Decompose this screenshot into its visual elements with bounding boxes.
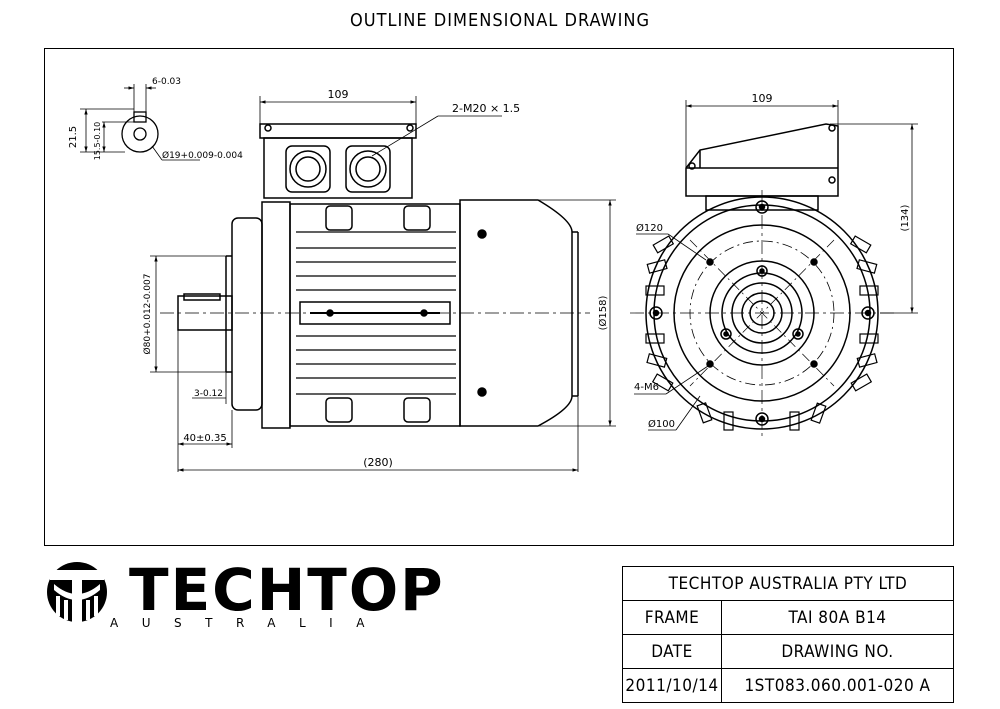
end-fins <box>645 235 879 431</box>
key-depth-total-label: 21.5 <box>68 126 79 148</box>
side-view <box>160 123 590 429</box>
pcd-outer-label: Ø120 <box>636 222 663 234</box>
techtop-logo: TECHTOP AUSTRALIA <box>44 560 443 640</box>
key-slot <box>133 111 147 123</box>
techtop-emblem-icon <box>47 562 107 622</box>
drawing-frame <box>44 48 954 546</box>
logo-wordmark: TECHTOP <box>129 556 445 624</box>
end-terminal-box <box>685 123 839 197</box>
cable-gland-right <box>345 145 391 193</box>
nameplate-strip <box>299 301 451 325</box>
date-value: 2011/10/14 <box>622 668 722 703</box>
spigot-depth-label: 3-0.12 <box>194 389 223 399</box>
cooling-fins <box>296 231 456 395</box>
key-width-label: 6-0.03 <box>152 77 181 87</box>
spigot-diameter-label: Ø80+0.012-0.007 <box>142 274 153 355</box>
holes-label: 4-M6 <box>634 382 659 393</box>
shaft-section-view <box>80 84 200 161</box>
title-block: TECHTOP AUSTRALIA PTY LTD FRAME TAI 80A … <box>622 566 954 703</box>
frame-label: FRAME <box>622 600 722 635</box>
company-name: TECHTOP AUSTRALIA PTY LTD <box>622 566 954 601</box>
side-width-label: 109 <box>328 88 349 101</box>
body-diameter-label: (Ø158) <box>597 296 609 331</box>
end-view <box>630 123 894 436</box>
conduit-label: 2-M20 × 1.5 <box>452 102 520 115</box>
frame-value: TAI 80A B14 <box>721 600 954 635</box>
height-label: (134) <box>900 204 911 231</box>
end-view-dimensions <box>634 100 918 431</box>
overall-length-label: (280) <box>363 456 393 469</box>
terminal-box <box>263 137 413 199</box>
terminal-box-lid <box>259 123 417 139</box>
pcd-inner-label: Ø100 <box>648 418 675 430</box>
drawing-title: OUTLINE DIMENSIONAL DRAWING <box>350 10 650 31</box>
motor-body <box>289 203 461 427</box>
shaft-section-circle <box>121 115 159 153</box>
cable-gland-left <box>285 145 331 193</box>
end-width-label: 109 <box>752 92 773 105</box>
side-view-dimensions <box>150 96 616 472</box>
shaft-diameter-label: Ø19+0.009-0.004 <box>162 150 243 161</box>
motor-outline-drawing: 6-0.03 21.5 15.5-0.10 Ø19+0.009-0.004 <box>68 77 918 472</box>
key-depth-label: 15.5-0.10 <box>93 122 102 161</box>
drawing-no-label: DRAWING NO. <box>721 634 954 669</box>
logo-subtitle: AUSTRALIA <box>110 616 388 630</box>
date-label: DATE <box>622 634 722 669</box>
flange <box>231 217 263 411</box>
shaft-length-label: 40±0.35 <box>183 433 226 444</box>
drawing-no-value: 1ST083.060.001-020 A <box>721 668 954 703</box>
